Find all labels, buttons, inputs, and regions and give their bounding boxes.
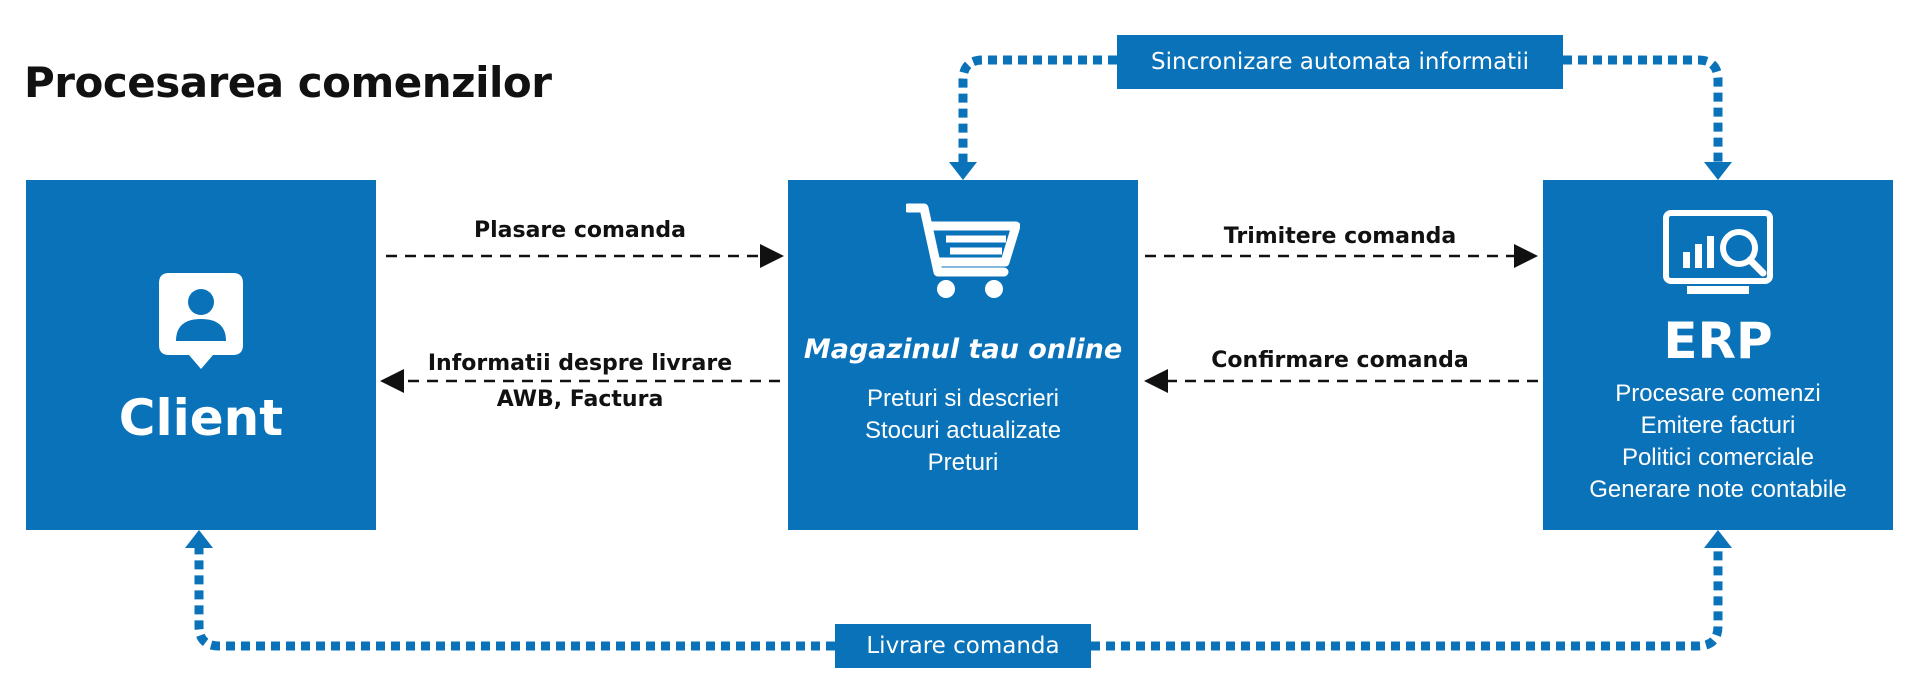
arrow-label-informatii-line2: AWB, Factura (496, 387, 664, 412)
client-label: Client (118, 389, 284, 447)
analytics-monitor-icon (1663, 210, 1773, 294)
arrowhead-to-erp (1514, 244, 1538, 268)
user-profile-icon (159, 273, 243, 369)
arrow-label-trimitere: Trimitere comanda (1223, 224, 1457, 249)
delivery-arrowhead-erp (1704, 530, 1732, 548)
shop-name: Magazinul tau online (803, 334, 1123, 365)
erp-feature: Politici comerciale (1621, 444, 1815, 471)
shop-feature: Stocuri actualizate (864, 417, 1062, 444)
delivery-line-left (194, 548, 835, 651)
erp-name: ERP (1663, 312, 1773, 370)
sync-arrowhead-erp (1704, 162, 1732, 180)
online-shop-box: Magazinul tau online Preturi si descrier… (788, 180, 1138, 530)
arrow-label-confirmare: Confirmare comanda (1211, 348, 1469, 373)
erp-box: ERP Procesare comenzi Emitere facturi Po… (1543, 180, 1893, 530)
sync-arrowhead-shop (949, 162, 977, 180)
arrow-label-informatii-line1: Informatii despre livrare (427, 351, 733, 376)
erp-features: Procesare comenzi Emitere facturi Politi… (1589, 378, 1847, 506)
delivery-arrowhead-client (185, 530, 213, 548)
erp-feature: Emitere facturi (1640, 412, 1796, 439)
arrow-label-plasare: Plasare comanda (473, 218, 687, 243)
sync-line-left (958, 55, 1117, 162)
arrowhead-to-client (380, 369, 404, 393)
shop-features: Preturi si descrieri Stocuri actualizate… (865, 383, 1061, 479)
delivery-line-right (1091, 548, 1723, 651)
shop-feature: Preturi (927, 449, 999, 476)
page-title: Procesarea comenzilor (24, 58, 552, 107)
arrow-label-informatii: Informatii despre livrare AWB, Factura (400, 346, 760, 418)
erp-feature: Procesare comenzi (1615, 380, 1821, 407)
sync-line-right (1563, 55, 1723, 162)
shop-feature: Preturi si descrieri (866, 385, 1060, 412)
arrowhead-to-shop (760, 244, 784, 268)
shopping-cart-icon (906, 203, 1020, 298)
erp-feature: Generare note contabile (1589, 476, 1847, 503)
client-box: Client (26, 180, 376, 530)
arrowhead-to-shop-confirm (1144, 369, 1168, 393)
delivery-banner: Livrare comanda (835, 624, 1091, 668)
sync-banner: Sincronizare automata informatii (1117, 35, 1563, 89)
